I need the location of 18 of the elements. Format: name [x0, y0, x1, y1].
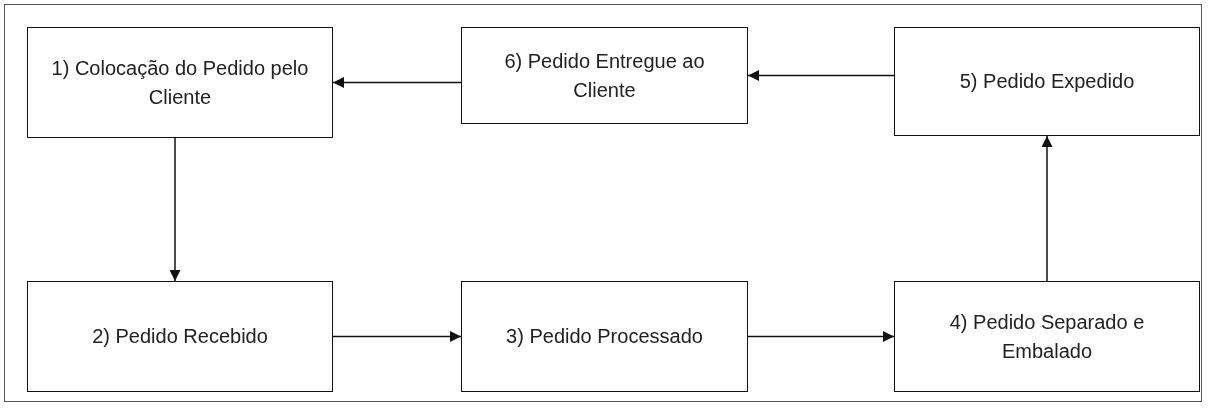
- process-box: [894, 281, 1200, 392]
- arrow: [747, 70, 895, 81]
- process-box: [461, 281, 748, 392]
- arrow: [1041, 135, 1053, 282]
- step-label: 6) Pedido Entregue ao Cliente: [503, 48, 706, 103]
- step-label: 2) Pedido Recebido: [92, 324, 268, 349]
- step-label: 1) Colocação do Pedido pelo Cliente: [50, 55, 310, 110]
- step-label: 5) Pedido Expedido: [959, 69, 1135, 94]
- arrow: [332, 77, 462, 88]
- process-box: [27, 281, 333, 392]
- process-box: [461, 27, 748, 124]
- arrow: [332, 331, 462, 342]
- step-label: 3) Pedido Processado: [506, 324, 703, 349]
- arrow: [169, 137, 181, 282]
- process-box: [27, 27, 333, 138]
- arrow: [747, 331, 895, 342]
- process-box: [894, 27, 1200, 136]
- step-label: 4) Pedido Separado e Embalado: [948, 309, 1146, 364]
